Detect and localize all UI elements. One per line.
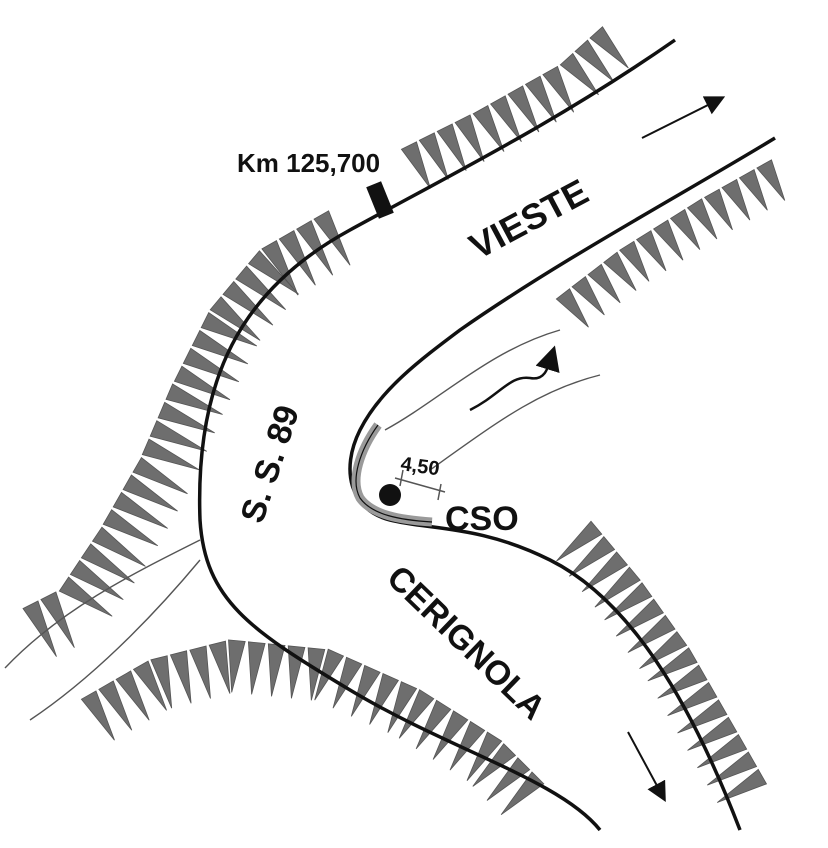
hachure-tick: [574, 39, 614, 82]
hachure-tick: [307, 647, 326, 701]
hachure-tick: [350, 664, 381, 717]
hachure-tick: [58, 576, 113, 617]
terrain-lines: [4, 329, 601, 721]
hachure-tick: [738, 169, 768, 211]
hachure-tick: [400, 141, 431, 189]
hachure-tick: [112, 491, 168, 529]
hachure-tick: [589, 26, 629, 69]
hachure-tick: [716, 768, 768, 803]
hachure-tick: [369, 673, 399, 725]
hachure-tick: [173, 365, 231, 401]
embankment-hachures: [22, 26, 786, 816]
hachure-tick: [157, 401, 215, 434]
hachure-tick: [132, 660, 167, 711]
hachure-tick: [432, 710, 469, 760]
site-point: [379, 484, 401, 506]
direction-label-vieste: VIESTE: [463, 171, 595, 267]
hachure-tick: [91, 526, 146, 567]
width-measure-label: 4,50: [399, 453, 441, 480]
hachure-tick: [182, 347, 240, 383]
hachure-tick: [647, 647, 698, 682]
hachure-tick: [189, 645, 211, 699]
hachure-tick: [191, 329, 249, 365]
site-shoulder-outline: [355, 424, 433, 523]
road-outer-edge: [197, 38, 676, 832]
hachure-tick: [581, 551, 629, 593]
hachure-tick: [687, 716, 738, 751]
hachure-tick: [657, 664, 708, 699]
hachure-tick: [556, 520, 603, 562]
hachure-tick: [247, 250, 299, 295]
hachure-tick: [200, 312, 258, 347]
hachure-tick: [639, 631, 688, 670]
km-marker-label: Km 125,700: [237, 148, 380, 178]
arrow-to-cerignola: [627, 731, 666, 803]
hachure-tick: [418, 132, 449, 180]
hachure-tick: [222, 280, 274, 326]
hachure-tick: [235, 265, 286, 311]
hachure-tick: [603, 251, 637, 291]
hachure-tick: [98, 680, 133, 731]
hachure-tick: [667, 681, 718, 716]
hachure-tick: [542, 65, 575, 113]
hachure-tick: [80, 543, 135, 584]
hachure-tick: [594, 566, 641, 608]
hachure-tick: [415, 699, 452, 750]
hachure-tick: [555, 288, 589, 328]
hachure-tick: [472, 743, 517, 787]
hachure-tick: [721, 178, 751, 221]
hachure-tick: [524, 75, 557, 123]
hachure-tick: [261, 240, 299, 296]
hachure-tick: [228, 639, 246, 693]
hachure-tick: [209, 296, 261, 341]
hachure-tick: [615, 598, 664, 637]
site-label: CSO: [445, 500, 519, 538]
hachure-tick: [208, 640, 231, 694]
hachure-tick: [150, 655, 173, 709]
hachure-tick: [472, 105, 505, 152]
hachure-tick: [635, 230, 667, 272]
hachure-tick: [132, 457, 188, 495]
hachure-tick: [247, 641, 266, 695]
hachure-tick: [387, 681, 418, 733]
hachure-tick: [559, 52, 599, 96]
hachure-tick: [686, 198, 718, 240]
width-dimension: [394, 469, 446, 501]
hachure-tick: [141, 438, 200, 471]
hachure-tick: [587, 263, 621, 304]
hachure-tick: [80, 690, 115, 741]
hachure-tick: [169, 650, 192, 704]
road-name-label: S. S. 89: [233, 401, 307, 528]
hachure-tick: [102, 509, 159, 547]
hachure-tick: [568, 535, 616, 577]
arrow-to-vieste: [641, 96, 726, 139]
hachure-tick: [398, 689, 435, 739]
hachure-tick: [652, 219, 684, 261]
hachure-tick: [627, 614, 676, 653]
hachure-tick: [69, 559, 124, 601]
hachure-tick: [507, 85, 540, 133]
hachure-tick: [22, 600, 57, 657]
hachure-tick: [267, 643, 286, 697]
hachure-tick: [40, 591, 75, 648]
flow-arrow: [469, 345, 560, 412]
hachure-tick: [122, 474, 178, 512]
hachure-tick: [486, 757, 531, 801]
hachure-tick: [454, 114, 485, 162]
hachure-tick: [436, 123, 467, 171]
hachure-tick: [489, 95, 522, 143]
hachure-tick: [571, 275, 605, 316]
hachure-tick: [115, 670, 150, 721]
km-marker-post: [366, 181, 394, 219]
hachure-tick: [677, 699, 728, 734]
hachure-tick: [669, 208, 701, 250]
hachure-tick: [619, 240, 650, 282]
hachure-tick: [149, 420, 208, 452]
hachure-tick: [756, 159, 786, 201]
hachure-tick: [703, 188, 733, 231]
